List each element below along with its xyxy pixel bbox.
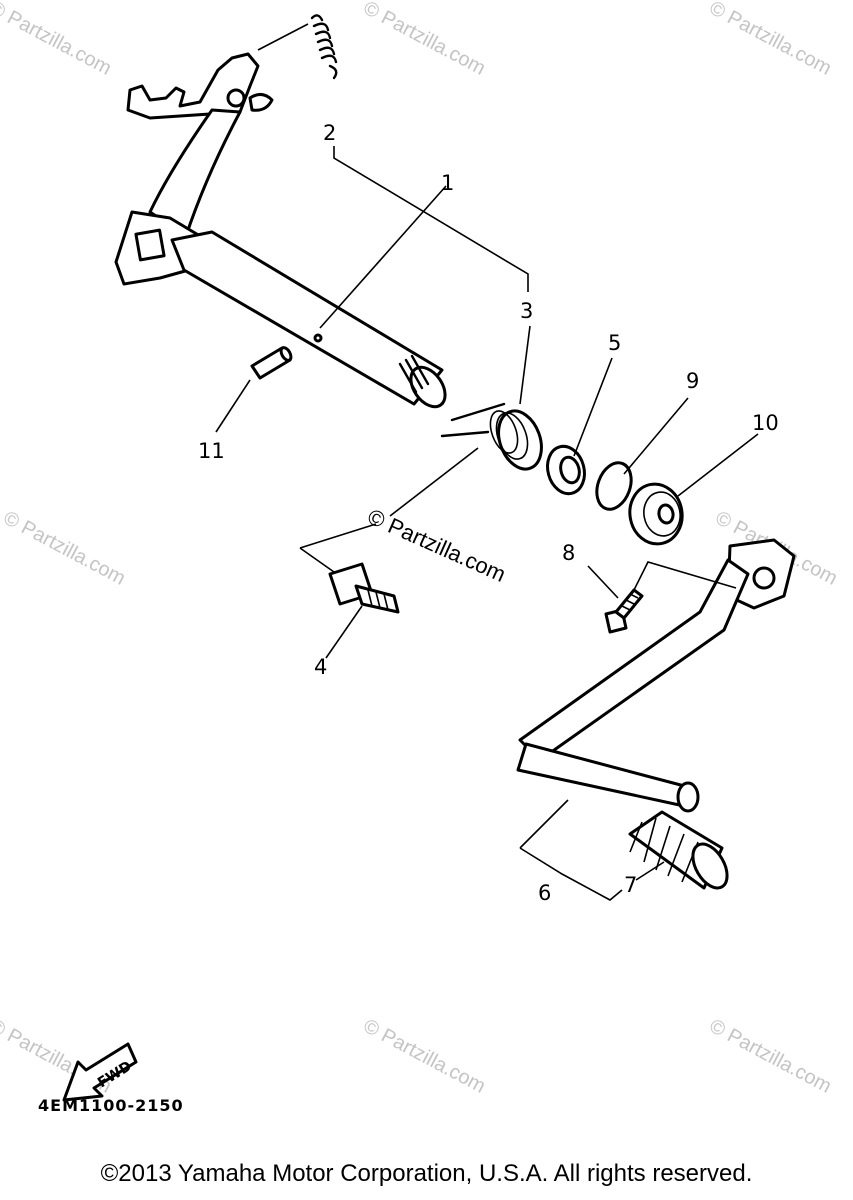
part-6-shift-pedal <box>516 538 796 813</box>
leader-line-7 <box>635 861 665 881</box>
leader-line-9 <box>623 397 689 475</box>
leader-line-2-3 <box>333 146 529 292</box>
callout-8: 8 <box>562 541 575 565</box>
part-3-torsion-spring <box>440 402 543 471</box>
part-9-washer <box>595 461 633 511</box>
part-7-pedal-rubber <box>628 810 729 890</box>
watermark: © Partzilla.com <box>364 504 510 587</box>
leader-line-8 <box>587 565 619 599</box>
callout-9: 9 <box>686 369 699 393</box>
callout-4: 4 <box>314 655 327 679</box>
part-11-pin <box>250 346 293 380</box>
part-1-shift-shaft <box>114 52 447 409</box>
leader-line-1 <box>319 185 447 329</box>
leader-line-3 <box>519 325 531 405</box>
watermark: © Partzilla.com <box>360 1015 489 1098</box>
callout-6: 6 <box>538 881 551 905</box>
leader-line-8-group <box>633 561 737 591</box>
watermark: © Partzilla.com <box>706 0 835 80</box>
leader-line-6-7 <box>519 799 623 901</box>
callout-3: 3 <box>520 299 533 323</box>
callout-2: 2 <box>323 121 336 145</box>
watermark: © Partzilla.com <box>706 1015 835 1098</box>
watermark: © Partzilla.com <box>0 507 129 590</box>
callout-10: 10 <box>752 411 779 435</box>
leader-line-5 <box>573 357 613 457</box>
part-4-bolt <box>328 562 400 614</box>
callout-11: 11 <box>198 439 225 463</box>
leader-line-11 <box>215 379 251 433</box>
part-5-collar <box>546 444 586 496</box>
callout-1: 1 <box>441 171 454 195</box>
leader-line-10 <box>677 433 759 497</box>
copyright-notice: ©2013 Yamaha Motor Corporation, U.S.A. A… <box>100 1160 753 1187</box>
document-code: 4EM1100-2150 <box>38 1096 184 1115</box>
part-8-bolt <box>604 588 644 634</box>
leader-line-4 <box>325 605 363 659</box>
watermark: © Partzilla.com <box>0 0 115 80</box>
callout-7: 7 <box>624 873 637 897</box>
part-10-seal <box>628 482 684 546</box>
leader-line-4-group <box>299 447 479 573</box>
watermark: © Partzilla.com <box>360 0 489 80</box>
callout-5: 5 <box>608 331 621 355</box>
part-2-spring <box>257 14 338 80</box>
